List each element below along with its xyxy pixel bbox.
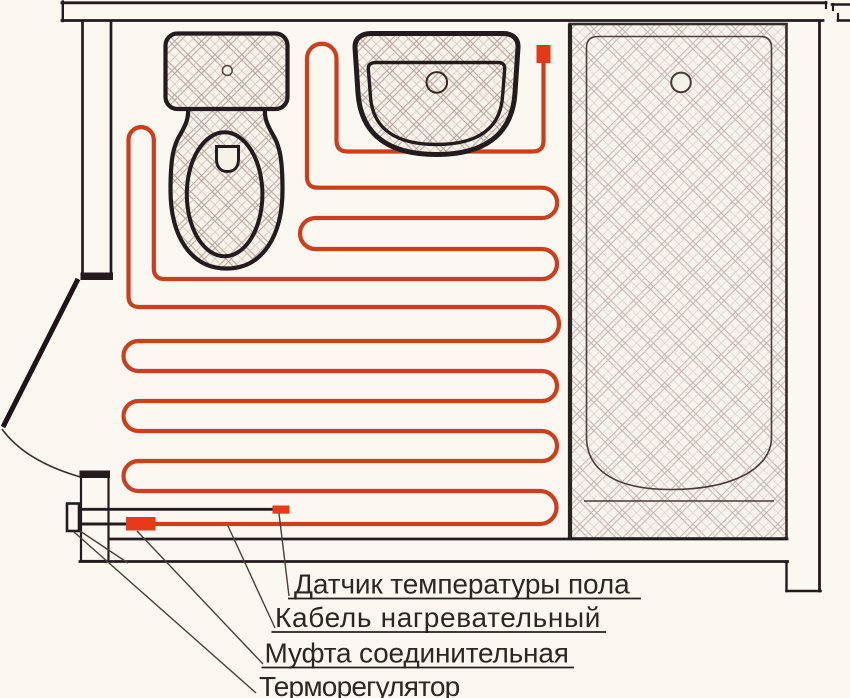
svg-text:Муфта соединительная: Муфта соединительная [265,637,569,668]
svg-text:Датчик температуры пола: Датчик температуры пола [294,569,630,600]
svg-text:Кабель нагревательный: Кабель нагревательный [275,602,601,633]
svg-text:Терморегулятор: Терморегулятор [259,671,460,698]
